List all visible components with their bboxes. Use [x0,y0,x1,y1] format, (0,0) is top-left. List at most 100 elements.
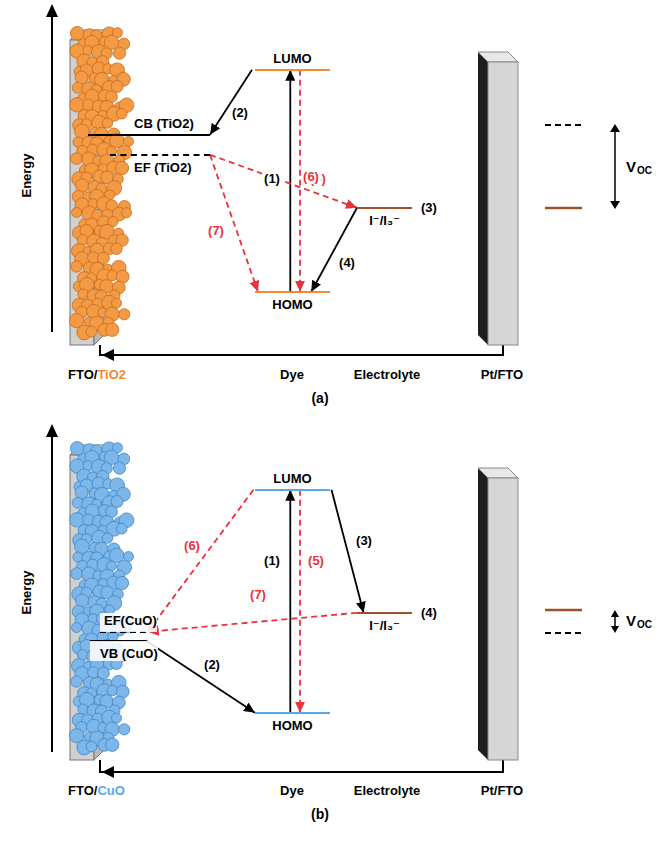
step-number: (6) [301,169,321,184]
nanoparticle [115,576,128,589]
nanoparticle [113,47,125,59]
nanoparticle [72,497,83,508]
component-label: Electrolyte [354,367,420,382]
axis-label: Energy [18,570,33,614]
level-label: LUMO [255,51,330,70]
axis-arrowhead [46,424,58,437]
nanoparticle [71,153,83,165]
voc-arrowhead [610,124,620,132]
energy-level-line [255,489,330,491]
nanoparticle [72,82,83,93]
nanoparticle [119,309,130,320]
energy-axis [51,14,53,332]
nanoparticle [102,118,112,128]
nanoparticle [72,623,82,633]
nanoparticle [119,724,130,735]
step-number: (4) [421,605,437,620]
transfer-arrow [146,641,255,713]
component-label: Pt/FTO [481,367,523,382]
external-circuit [100,345,503,355]
step-number: (4) [337,255,357,270]
energy-level-line [255,291,330,293]
recombination-arrow [148,490,254,632]
nanoparticle [116,523,127,534]
lumo-level: LUMO [255,471,330,490]
nanoparticle [71,261,82,272]
energy-level-line [88,134,210,136]
nanoparticle [112,298,122,308]
voc-label: V [626,612,636,629]
circuit-arrowhead [102,766,114,778]
fermi-level: EF (TiO2) [110,155,210,175]
redox-level-right [545,207,582,210]
step-number: (7) [248,587,268,602]
homo-level: HOMO [255,713,330,733]
component-label: Pt/FTO [481,783,523,798]
level-label: I⁻/I₃⁻ [357,208,412,228]
valence-band-level: VB (CuO) [90,641,160,662]
voc-arrowhead [611,626,619,633]
level-label: LUMO [255,471,330,490]
circuit-arrowhead [102,349,114,361]
recombination-arrow [148,613,357,632]
pt-layer [478,52,488,345]
axis-arrowhead [46,4,58,17]
lumo-level: LUMO [255,51,330,70]
fermi-level-right [545,632,582,634]
level-label: HOMO [255,292,330,312]
redox-level-right [545,609,582,612]
step-number: (5) [306,553,326,568]
voc-arrowhead [611,610,619,617]
redox-level: I⁻/I₃⁻ [357,208,412,228]
nanoparticle [70,27,84,41]
homo-level: HOMO [255,292,330,312]
voc-subscript: OC [637,165,652,176]
nanoparticle [71,568,83,580]
component-label: Electrolyte [354,783,420,798]
level-label: EF (TiO2) [110,155,210,175]
step-number: (1) [262,171,282,186]
nanoparticle [106,323,119,336]
transfer-arrow [332,490,364,613]
external-circuit [100,760,503,772]
component-label: Dye [280,783,304,798]
voc-label: V [626,158,636,175]
level-label: EF(CuO) [100,613,157,632]
redox-level: I⁻/I₃⁻ [357,613,412,633]
energy-level-line [255,712,330,714]
electrode-label: FTO/ [68,367,97,382]
voc-arrow [614,616,616,627]
nanoparticle [78,704,88,714]
pt-slab-top [478,52,518,62]
transfer-arrow [311,208,357,292]
fermi-level: EF(CuO) [100,611,159,632]
nanoparticle [116,108,127,119]
energy-level-line [357,612,412,614]
transfer-arrow [289,70,291,292]
nanoparticle [113,462,125,474]
nanoparticle [86,326,97,337]
pt-fto-slab [488,478,518,760]
nanoparticle [121,208,131,218]
panel-label: (b) [311,806,329,822]
recombination-arrow [210,155,357,208]
energy-level-line [357,207,412,209]
electrode-label: FTO/ [68,783,97,798]
panel-label: (a) [311,390,328,406]
level-label: HOMO [255,713,330,733]
transfer-arrow [210,70,252,135]
voc-subscript: OC [637,619,652,630]
step-number: (3) [421,200,437,215]
voc-arrowhead [610,201,620,209]
level-label: CB (TiO2) [88,116,210,135]
nanoparticle [70,442,84,456]
step-number: (3) [354,533,374,548]
nanoparticle [112,713,122,723]
nanoparticle [86,741,97,752]
step-number: (1) [262,553,282,568]
electrode-label: CuO [97,783,124,798]
energy-axis [51,434,53,752]
level-label: I⁻/I₃⁻ [357,613,412,633]
level-label: VB (CuO) [90,641,158,661]
energy-level-line [255,69,330,71]
